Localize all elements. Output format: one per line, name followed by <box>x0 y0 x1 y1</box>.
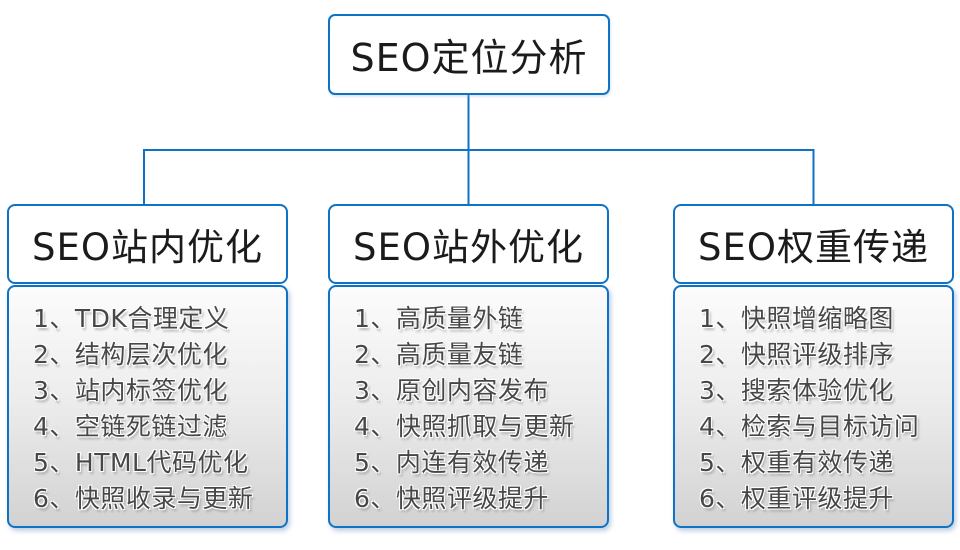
list-item: 2、高质量友链 <box>354 340 524 369</box>
column-list-weight: 1、快照增缩略图 2、快照评级排序 3、搜索体验优化 4、检索与目标访问 5、权… <box>673 285 954 528</box>
list-item: 6、快照评级提升 <box>354 484 549 513</box>
list-item: 3、搜索体验优化 <box>699 376 894 405</box>
list-item: 1、TDK合理定义 <box>33 304 230 333</box>
column-list-onsite: 1、TDK合理定义 2、结构层次优化 3、站内标签优化 4、空链死链过滤 5、H… <box>7 285 288 528</box>
list-item: 5、权重有效传递 <box>699 448 894 477</box>
branch-column-onsite: SEO站内优化 1、TDK合理定义 2、结构层次优化 3、站内标签优化 4、空链… <box>7 204 288 528</box>
list-item: 6、权重评级提升 <box>699 484 894 513</box>
list-item: 5、内连有效传递 <box>354 448 549 477</box>
list-item: 1、高质量外链 <box>354 304 524 333</box>
list-item: 4、快照抓取与更新 <box>354 412 575 441</box>
root-node-seo-positioning: SEO定位分析 <box>328 14 610 95</box>
branch-column-offsite: SEO站外优化 1、高质量外链 2、高质量友链 3、原创内容发布 4、快照抓取与… <box>328 204 609 528</box>
list-item: 3、站内标签优化 <box>33 376 228 405</box>
list-item: 6、快照收录与更新 <box>33 484 254 513</box>
list-item: 2、结构层次优化 <box>33 340 228 369</box>
branch-column-weight: SEO权重传递 1、快照增缩略图 2、快照评级排序 3、搜索体验优化 4、检索与… <box>673 204 954 528</box>
column-header-weight: SEO权重传递 <box>673 204 954 284</box>
column-title: SEO权重传递 <box>698 226 929 269</box>
root-node-label: SEO定位分析 <box>350 36 588 80</box>
list-item: 1、快照增缩略图 <box>699 304 894 333</box>
list-item: 4、检索与目标访问 <box>699 412 920 441</box>
list-item: 3、原创内容发布 <box>354 376 549 405</box>
list-item: 4、空链死链过滤 <box>33 412 228 441</box>
column-header-offsite: SEO站外优化 <box>328 204 609 284</box>
list-item: 2、快照评级排序 <box>699 340 894 369</box>
list-item: 5、HTML代码优化 <box>33 448 249 477</box>
column-title: SEO站外优化 <box>353 226 584 269</box>
column-header-onsite: SEO站内优化 <box>7 204 288 284</box>
column-list-offsite: 1、高质量外链 2、高质量友链 3、原创内容发布 4、快照抓取与更新 5、内连有… <box>328 285 609 528</box>
column-title: SEO站内优化 <box>32 226 263 269</box>
